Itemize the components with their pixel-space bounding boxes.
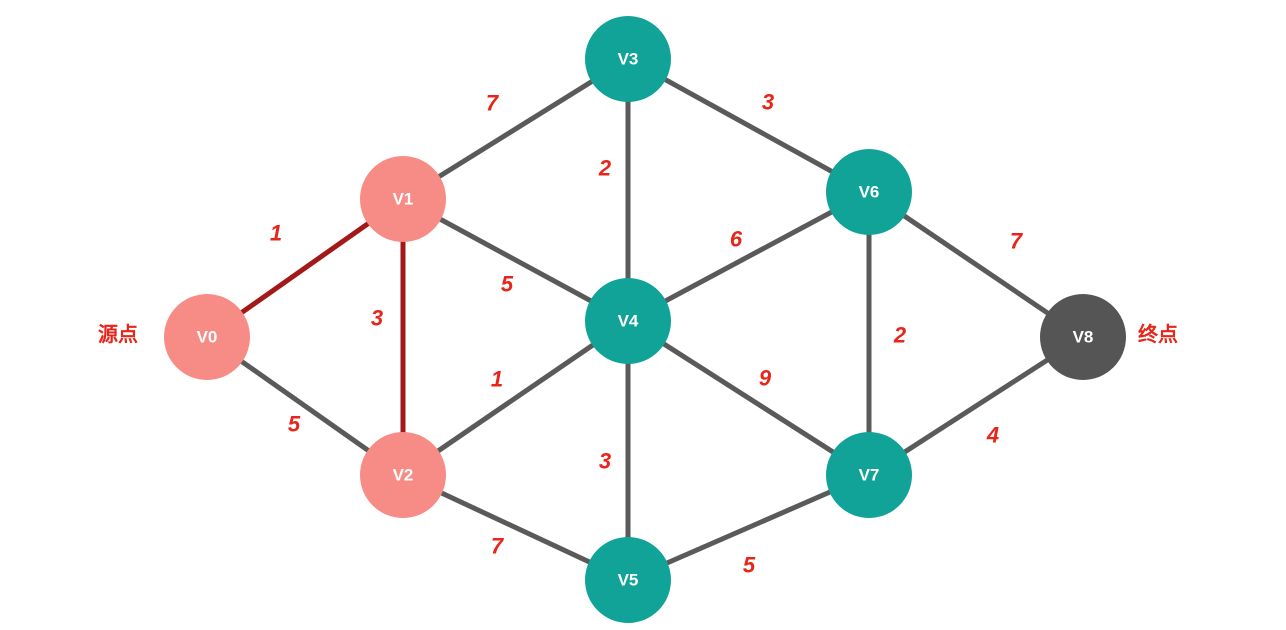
node-v3: V3: [585, 16, 671, 102]
node-circle-v0: [164, 294, 250, 380]
edge-weight-v0-v1: 1: [270, 221, 282, 246]
node-circle-v6: [826, 149, 912, 235]
node-label-v7: V7: [859, 466, 880, 485]
source-label: 源点: [98, 322, 138, 346]
node-v4: V4: [585, 278, 671, 364]
edge-weight-v1-v4: 5: [501, 272, 514, 297]
node-v8: V8: [1040, 294, 1126, 380]
node-circle-v4: [585, 278, 671, 364]
edge-weight-v4-v6: 6: [730, 227, 743, 252]
edge-weight-v4-v7: 9: [759, 366, 772, 391]
edge-v3-v6: [625, 56, 872, 195]
edge-weight-v1-v2: 3: [371, 306, 383, 331]
edge-v2-v4: [400, 318, 631, 478]
node-circle-v2: [360, 432, 446, 518]
edge-v6-v8: [866, 189, 1086, 340]
node-label-v3: V3: [618, 50, 639, 69]
node-v6: V6: [826, 149, 912, 235]
node-v7: V7: [826, 432, 912, 518]
node-label-v1: V1: [393, 190, 414, 209]
node-circle-v3: [585, 16, 671, 102]
edge-v4-v7: [625, 318, 872, 478]
node-v2: V2: [360, 432, 446, 518]
edge-weight-v6-v7: 2: [893, 323, 907, 348]
node-v5: V5: [585, 537, 671, 623]
target-label: 终点: [1138, 322, 1178, 346]
edge-v1-v3: [400, 56, 631, 202]
node-v0: V0: [164, 294, 250, 380]
node-circle-v5: [585, 537, 671, 623]
node-label-v4: V4: [618, 312, 639, 331]
edges-layer: [204, 56, 1086, 583]
edge-weight-v3-v6: 3: [762, 90, 774, 115]
node-circle-v8: [1040, 294, 1126, 380]
node-label-v5: V5: [618, 571, 639, 590]
node-circle-v1: [360, 156, 446, 242]
edge-weight-v3-v4: 2: [598, 156, 612, 181]
edge-v4-v6: [625, 189, 872, 324]
edge-weight-v7-v8: 4: [986, 423, 999, 448]
edge-weight-v1-v3: 7: [486, 91, 500, 116]
edge-weight-v2-v4: 1: [491, 367, 503, 392]
edge-weight-v0-v2: 5: [288, 412, 301, 437]
node-label-v0: V0: [197, 328, 218, 347]
weights-layer: 1 5 3 7 5 1 7 2 3 3 6 9 5 2 7 4: [270, 90, 1024, 578]
node-label-v2: V2: [393, 466, 414, 485]
edge-weight-v5-v7: 5: [743, 553, 756, 578]
edge-v5-v7: [625, 472, 872, 583]
edge-weight-v2-v5: 7: [491, 534, 505, 559]
node-label-v6: V6: [859, 183, 880, 202]
node-circle-v7: [826, 432, 912, 518]
node-label-v8: V8: [1073, 328, 1094, 347]
edge-weight-v4-v5: 3: [599, 449, 611, 474]
edge-weight-v6-v8: 7: [1010, 229, 1024, 254]
node-v1: V1: [360, 156, 446, 242]
